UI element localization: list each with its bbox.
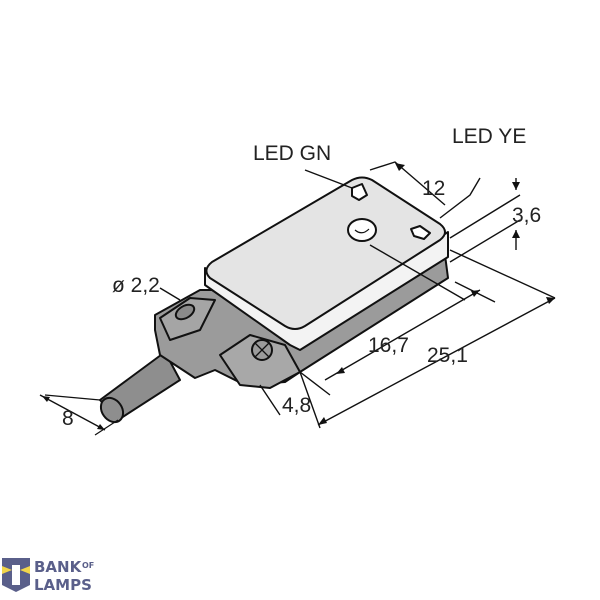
dim-hole-spacing: 16,7 xyxy=(368,334,409,357)
logo-lamps: LAMPS xyxy=(34,576,92,594)
dim-length: 25,1 xyxy=(427,344,468,367)
label-led-ye: LED YE xyxy=(452,125,526,148)
dim-height-3-6: 3,6 xyxy=(512,204,541,227)
rear-mounting-tab xyxy=(159,297,216,341)
housing-top xyxy=(205,176,446,330)
logo-of: OF xyxy=(82,561,94,570)
dim-hole-diameter: ø 2,2 xyxy=(112,274,160,297)
logo-bank: BANK xyxy=(34,558,83,576)
cable-end xyxy=(99,396,125,424)
dim-width-12: 12 xyxy=(422,177,445,200)
dim-cable: 8 xyxy=(62,407,74,430)
potentiometer xyxy=(347,218,377,242)
rear-mounting-hole xyxy=(174,303,196,321)
led-green xyxy=(351,183,368,201)
label-led-gn: LED GN xyxy=(253,142,331,165)
dim-tab: 4,8 xyxy=(282,394,311,417)
bank-of-lamps-logo: BANK OF LAMPS xyxy=(2,558,94,594)
led-yellow xyxy=(410,225,431,240)
